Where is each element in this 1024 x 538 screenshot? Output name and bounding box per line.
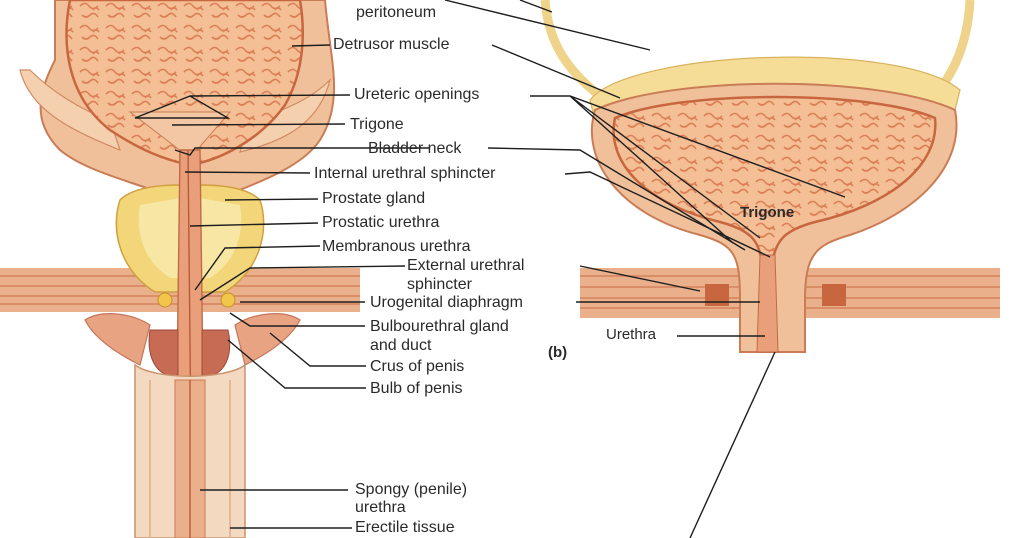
label-external-urethral-sphincter-1: External urethral [407,257,525,274]
label-prostatic-urethra: Prostatic urethra [322,214,440,231]
label-peritoneum: peritoneum [356,4,437,21]
panel-label-b: (b) [548,344,568,361]
left-figure [0,0,360,538]
label-ureteric-openings: Ureteric openings [354,86,480,103]
leader-lines [134,0,846,538]
label-bladder-neck: Bladder neck [368,140,462,157]
label-urethra-b: Urethra [606,326,657,343]
right-figure [540,0,1000,353]
label-bulbourethral-gland-2: and duct [370,337,432,354]
label-urogenital-diaphragm: Urogenital diaphragm [370,294,523,311]
label-membranous-urethra: Membranous urethra [322,238,471,255]
label-internal-urethral-sphincter: Internal urethral sphincter [314,165,496,182]
label-bulb-of-penis: Bulb of penis [370,380,463,397]
label-spongy-urethra-2: urethra [355,499,406,516]
label-bulbourethral-gland-1: Bulbourethral gland [370,318,509,335]
label-external-urethral-sphincter-2: sphincter [407,276,472,293]
label-erectile-tissue: Erectile tissue [355,519,455,536]
label-crus-of-penis: Crus of penis [370,358,465,375]
urethra-right [756,254,779,353]
label-trigone-b: Trigone [740,204,795,221]
label-trigone: Trigone [350,116,404,133]
label-prostate-gland: Prostate gland [322,190,426,207]
label-spongy-urethra-1: Spongy (penile) [355,481,468,498]
bladder-lumen-right [612,95,937,267]
label-detrusor-muscle: Detrusor muscle [333,36,450,53]
